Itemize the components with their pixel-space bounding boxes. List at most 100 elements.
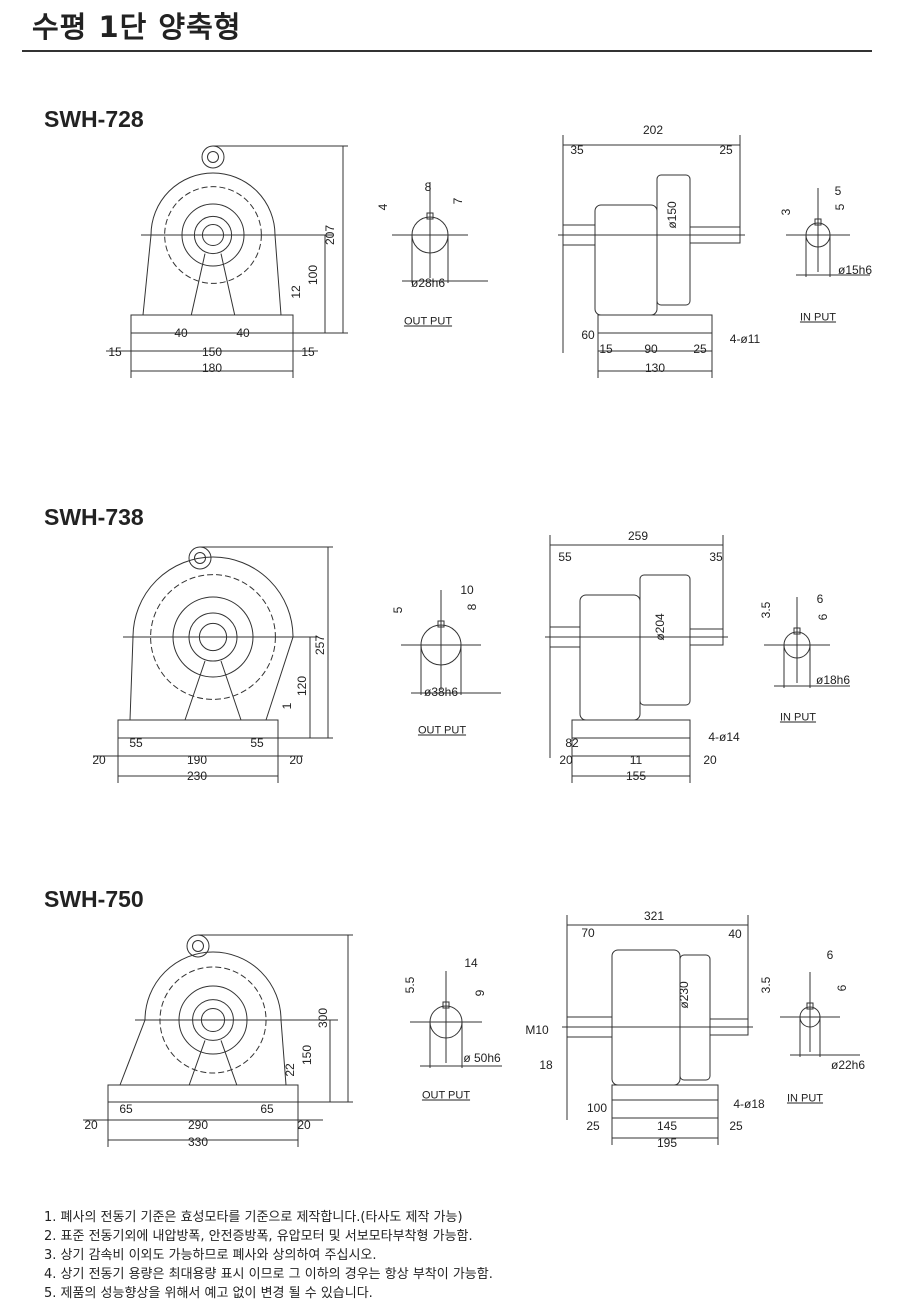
dimension-label: 3.5 <box>759 976 773 994</box>
dimension-label: ø15h6 <box>837 263 873 277</box>
dimension-label: 180 <box>201 361 223 375</box>
side-housing <box>579 594 641 721</box>
dimension-label: 150 <box>201 345 223 359</box>
dimension-label: ø 50h6 <box>463 1051 501 1065</box>
dimension-label: 7 <box>451 197 465 205</box>
dimension-label: 25 <box>719 143 733 157</box>
dimension-label: 4-ø11 <box>729 332 761 346</box>
dimension-label: 190 <box>186 753 208 767</box>
front-ribs <box>190 253 236 316</box>
dimension-label: 6 <box>835 984 849 992</box>
dimension-label: 11 <box>629 753 643 767</box>
dimension-label: 300 <box>316 1007 330 1029</box>
model-title-swh-738: SWH-738 <box>44 504 144 530</box>
dimension-label: 155 <box>625 769 647 783</box>
dimension-label: 5 <box>833 203 847 211</box>
dimension-label: 100 <box>586 1101 608 1115</box>
dimension-label: 8 <box>424 180 432 194</box>
dimension-label: 290 <box>187 1118 209 1132</box>
dimension-label: 20 <box>84 1118 98 1132</box>
dimension-label: 15 <box>599 342 613 356</box>
dimension-label: ø18h6 <box>815 673 851 687</box>
dimension-label: 22 <box>283 1063 297 1077</box>
dimension-label: 65 <box>260 1102 274 1116</box>
dimension-label: 120 <box>295 675 309 697</box>
dimension-label: 90 <box>644 342 658 356</box>
side-housing <box>594 204 658 316</box>
dimension-label: 4 <box>376 203 390 211</box>
model-title-swh-750: SWH-750 <box>44 886 144 912</box>
lifting-eye <box>201 145 225 169</box>
dimension-label: 12 <box>289 285 303 299</box>
dimension-label: 40 <box>236 326 250 340</box>
dimension-label: 5.5 <box>403 976 417 994</box>
dimension-label: 35 <box>570 143 584 157</box>
dimension-label: 35 <box>709 550 723 564</box>
dimension-label: 3 <box>779 208 793 216</box>
dimension-label: 55 <box>558 550 572 564</box>
side-base <box>571 719 691 739</box>
dimension-label: 150 <box>300 1044 314 1066</box>
front-ribs <box>184 660 242 721</box>
side-base <box>597 314 713 334</box>
dimension-label: 6 <box>816 592 824 606</box>
title-divider <box>22 50 872 52</box>
dimension-label: 14 <box>464 956 478 970</box>
view-caption: OUT PUT <box>417 724 467 737</box>
dimension-label: 4-ø14 <box>708 730 740 744</box>
dimension-label: 40 <box>728 927 742 941</box>
view-caption: IN PUT <box>786 1092 824 1105</box>
lifting-eye-hole <box>207 151 219 163</box>
dimension-label: 6 <box>826 948 834 962</box>
dimension-label: ø150 <box>665 201 679 229</box>
dimension-label: 259 <box>627 529 649 543</box>
dimension-label: 330 <box>187 1135 209 1149</box>
dimension-label: 4-ø18 <box>733 1097 765 1111</box>
dimension-label: 5 <box>834 184 842 198</box>
dimension-label: ø28h6 <box>410 276 446 290</box>
view-caption: OUT PUT <box>421 1089 471 1102</box>
model-title-swh-728: SWH-728 <box>44 106 144 132</box>
page-title: 수평 1단 양축형 <box>32 10 242 44</box>
front-base <box>107 1084 299 1103</box>
dimension-label: 18 <box>539 1058 553 1072</box>
note-item: 3. 상기 감속비 이외도 가능하므로 폐사와 상의하여 주십시오. <box>44 1248 377 1263</box>
view-caption: IN PUT <box>799 311 837 324</box>
dimension-label: 15 <box>108 345 122 359</box>
dimension-label: ø22h6 <box>830 1058 866 1072</box>
dimension-label: 257 <box>313 634 327 656</box>
dimension-label: 70 <box>581 926 595 940</box>
dimension-label: 195 <box>656 1136 678 1150</box>
dimension-label: ø204 <box>653 613 667 641</box>
dimension-label: 202 <box>642 123 664 137</box>
note-item: 1. 폐사의 전동기 기준은 효성모타를 기준으로 제작합니다.(타사도 제작 … <box>44 1210 463 1225</box>
dimension-label: 55 <box>129 736 143 750</box>
dimension-label: 3.5 <box>759 601 773 619</box>
view-caption: IN PUT <box>779 711 817 724</box>
dimension-label: 82 <box>565 736 579 750</box>
note-item: 2. 표준 전동기외에 내압방폭, 안전증방폭, 유압모터 및 서보모타부착형 … <box>44 1229 473 1244</box>
dimension-label: 8 <box>465 603 479 611</box>
dimension-label: 20 <box>297 1118 311 1132</box>
side-housing <box>611 949 681 1086</box>
dimension-label: 321 <box>643 909 665 923</box>
dimension-label: 60 <box>581 328 595 342</box>
front-housing <box>129 556 294 721</box>
front-ribs <box>188 1040 238 1086</box>
front-base <box>130 314 294 334</box>
dimension-label: 6 <box>816 613 830 621</box>
dimension-label: 100 <box>306 264 320 286</box>
dimension-label: 25 <box>693 342 707 356</box>
dimension-label: 207 <box>323 224 337 246</box>
notes-list: 1. 폐사의 전동기 기준은 효성모타를 기준으로 제작합니다.(타사도 제작 … <box>44 1208 493 1303</box>
front-base <box>117 719 279 739</box>
dimension-label: ø230 <box>677 981 691 1009</box>
dimension-label: 55 <box>250 736 264 750</box>
dimension-label: 20 <box>703 753 717 767</box>
note-item: 4. 상기 전동기 용량은 최대용량 표시 이므로 그 이하의 경우는 항상 부… <box>44 1267 493 1282</box>
side-flange <box>656 174 691 306</box>
dimension-label: 145 <box>656 1119 678 1133</box>
side-flange <box>679 954 711 1081</box>
dimension-label: 1 <box>280 702 294 710</box>
